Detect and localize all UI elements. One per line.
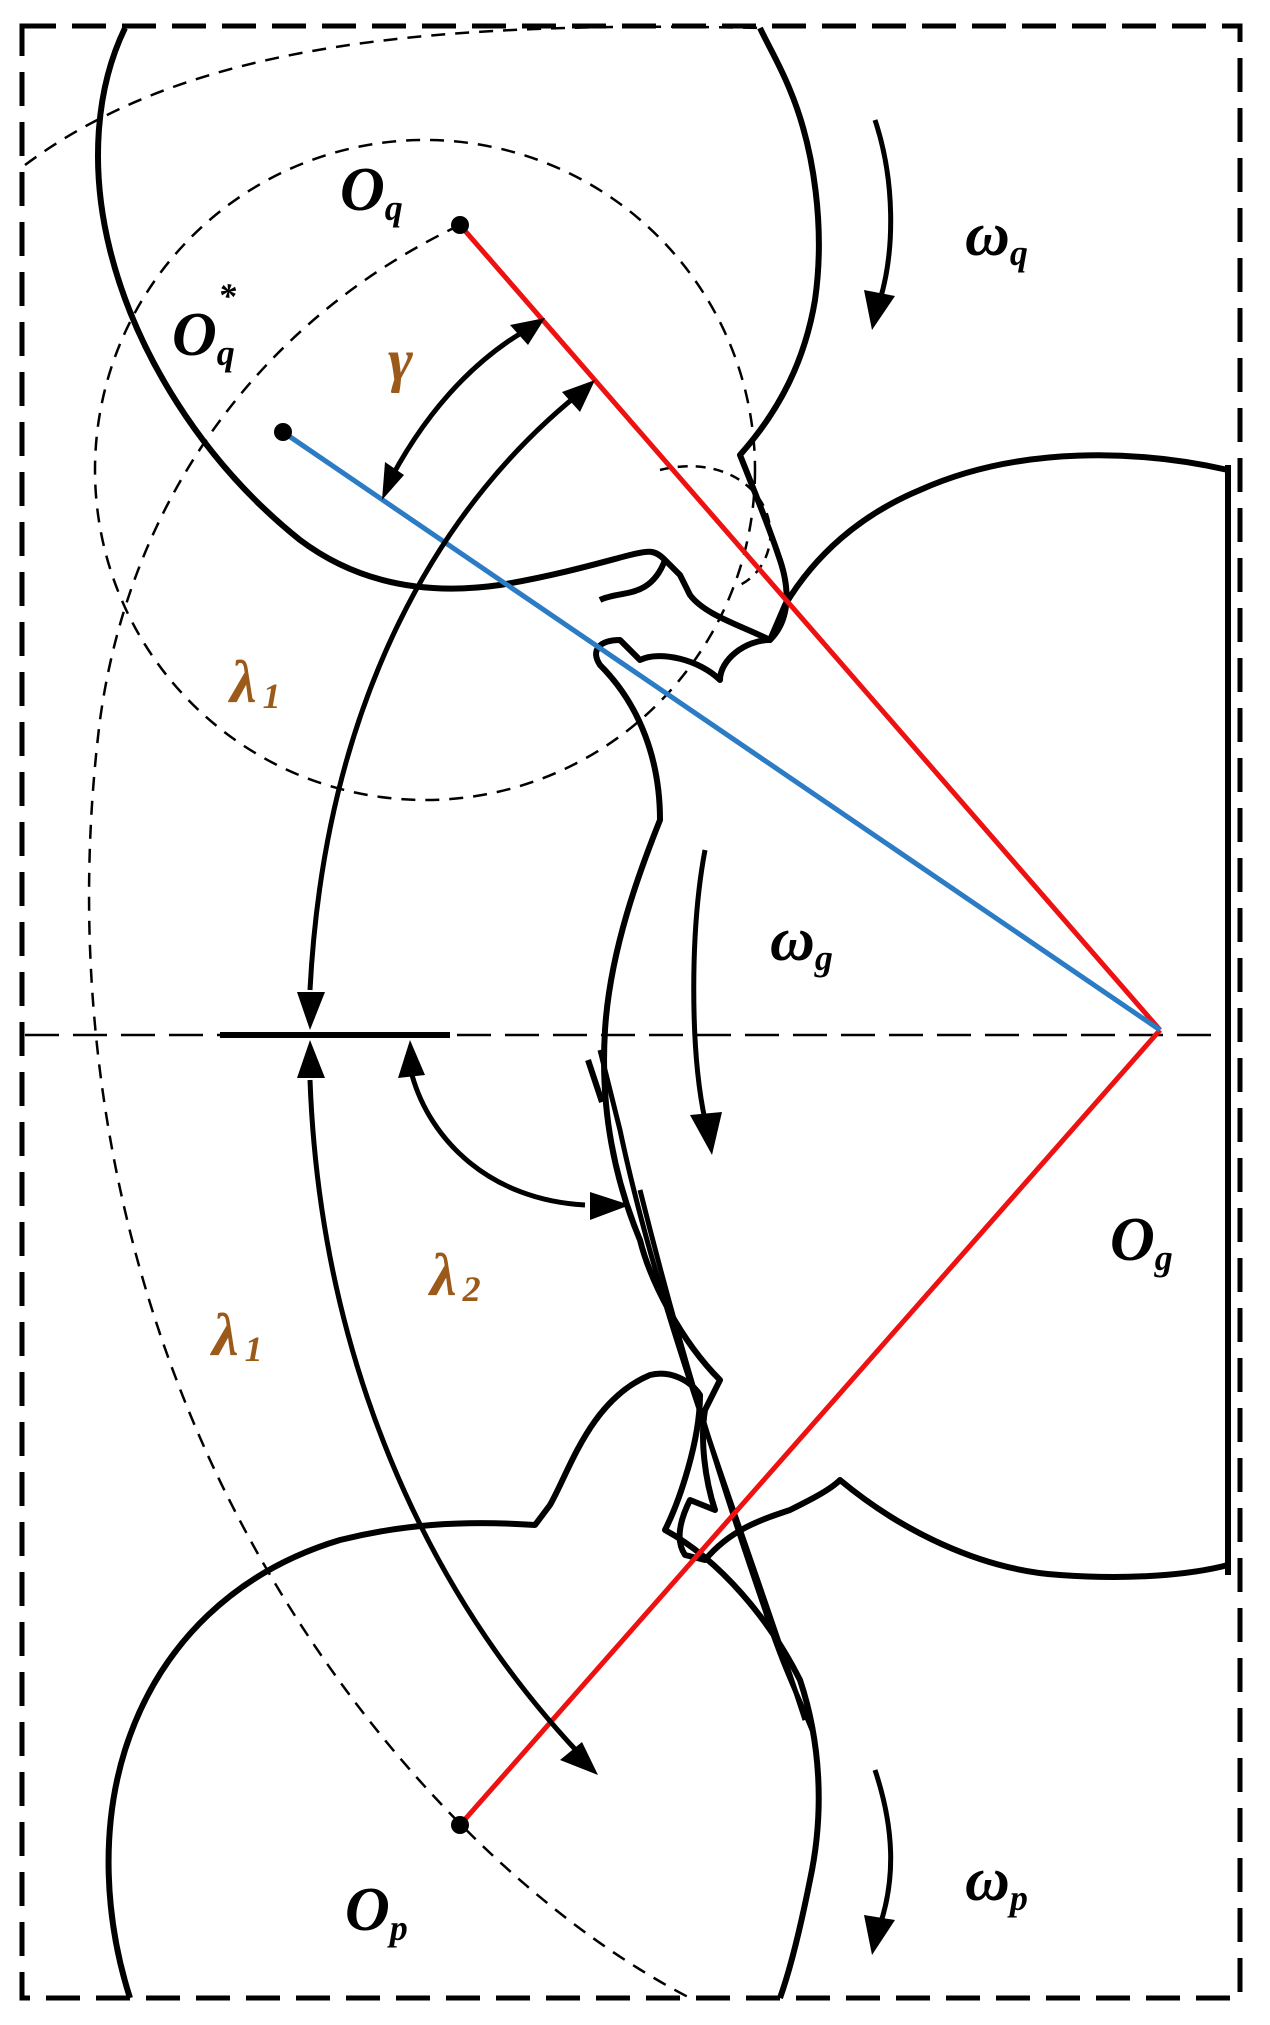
point-oq <box>451 216 469 234</box>
upper-gear-dashed-circle <box>93 138 757 802</box>
label-op: Op <box>345 1876 408 1948</box>
tooth-tick-mark <box>585 1059 605 1103</box>
lower-gear-outline <box>105 1370 822 2000</box>
lambda1-upper-arrow-bottom <box>297 992 325 1030</box>
omega-p-arrow-head <box>864 1915 895 1955</box>
lambda1-lower-arc <box>307 1079 592 1767</box>
gamma-arrow-lower <box>382 462 404 500</box>
point-oq-star <box>274 423 292 441</box>
upper-gear-dashed-tip <box>659 465 772 587</box>
lambda2-arrow-top <box>398 1040 425 1078</box>
lambda1-upper-arrow-top <box>562 380 595 412</box>
lambda1-lower-arrow-bottom <box>560 1742 598 1775</box>
label-gamma: γ <box>388 327 413 393</box>
label-oq-star: Oq <box>172 301 235 373</box>
omega-g-rotation-arc <box>691 849 708 1121</box>
label-og: Og <box>1110 1206 1173 1278</box>
label-omega-q: ωq <box>965 201 1028 273</box>
lambda2-arrow-right <box>590 1192 630 1220</box>
red-line-og-op <box>458 1028 1162 1827</box>
omega-p-rotation-arc <box>872 1769 894 1926</box>
label-oq: Oq <box>340 156 403 228</box>
label-omega-g: ωg <box>770 906 833 978</box>
central-gear-outline <box>593 452 1229 1580</box>
upper-gear-outline <box>95 26 822 643</box>
omega-q-arrow-head <box>864 290 895 330</box>
omega-q-rotation-arc <box>872 119 894 301</box>
blue-line-og-oqstar <box>281 429 1162 1033</box>
lambda1-lower-arrow-top <box>297 1040 325 1078</box>
point-op <box>451 1816 469 1834</box>
gamma-arrow-upper <box>510 318 545 345</box>
label-omega-p: ωp <box>965 1846 1028 1918</box>
upper-gear-tooth <box>598 558 668 603</box>
red-line-og-oq <box>458 223 1162 1032</box>
lower-gear-tooth-trace-2 <box>637 1189 815 1731</box>
gamma-angle-arc <box>382 322 537 492</box>
lambda2-arc <box>409 1074 586 1208</box>
pitch-arc-dashed <box>24 25 761 2000</box>
omega-g-arrow-head <box>690 1112 722 1155</box>
lambda1-upper-arc <box>307 383 592 991</box>
label-oq-star-sup: * <box>218 276 237 316</box>
